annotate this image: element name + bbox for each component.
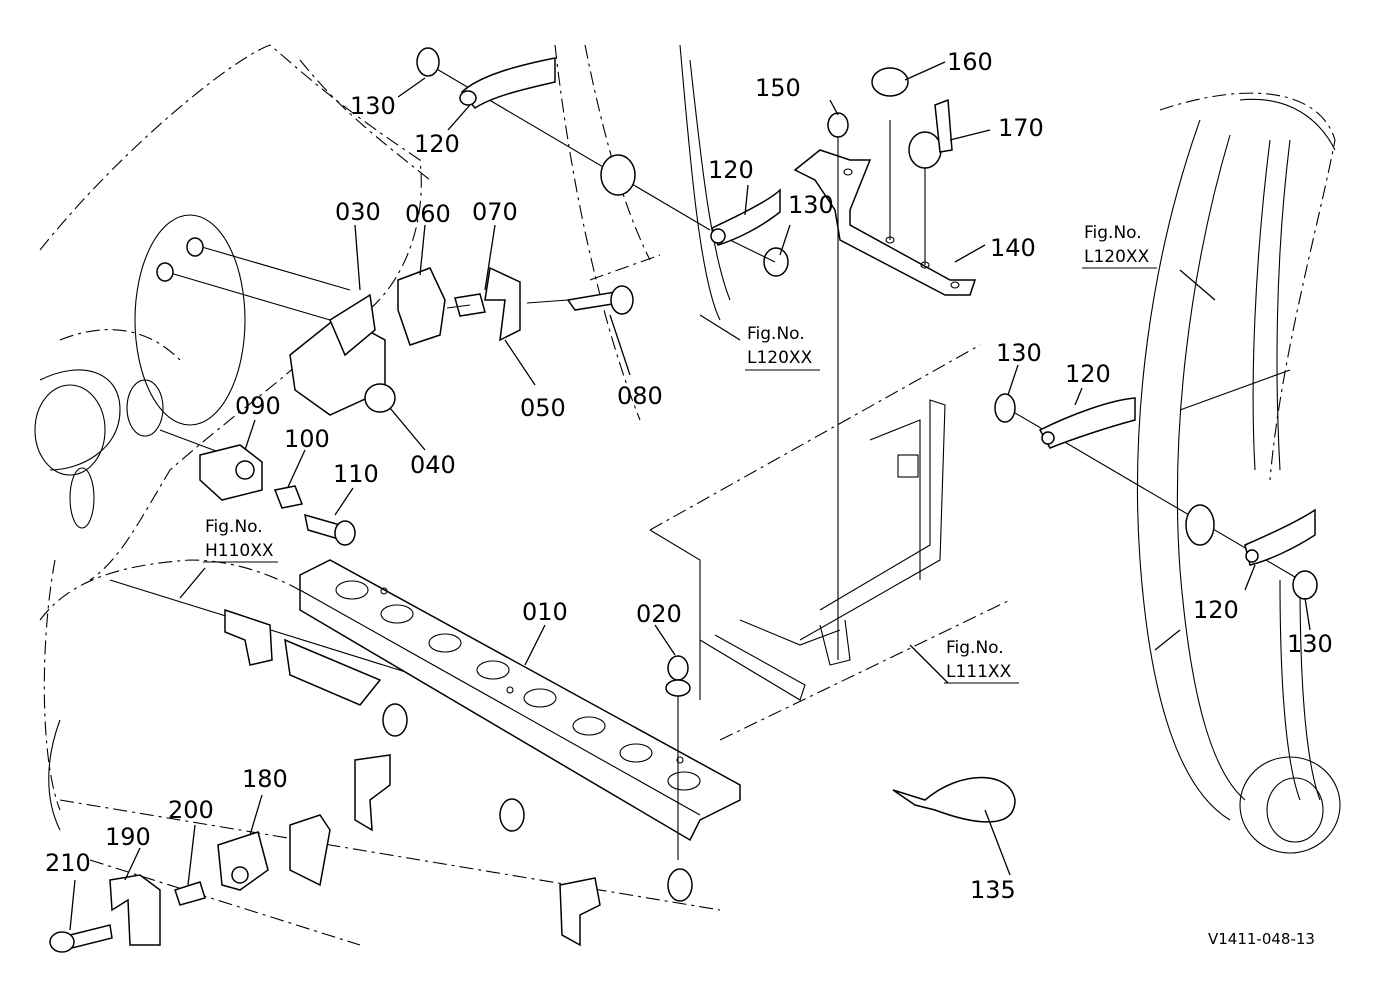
mounting-brackets-lower bbox=[224, 608, 693, 947]
part-label: 120 bbox=[1065, 360, 1111, 388]
part-label: 070 bbox=[472, 198, 518, 226]
part-label: 140 bbox=[990, 234, 1036, 262]
part-label: 130 bbox=[1287, 630, 1333, 658]
part-label: 130 bbox=[996, 339, 1042, 367]
figure-ref-prefix: Fig.No. bbox=[1084, 223, 1142, 243]
bolt-020 bbox=[665, 655, 691, 860]
figure-ref-prefix: Fig.No. bbox=[747, 324, 805, 344]
part-label: 130 bbox=[350, 92, 396, 120]
part-label: 170 bbox=[998, 114, 1044, 142]
band-clamp-top bbox=[416, 47, 789, 277]
band-clamp-right bbox=[994, 393, 1318, 600]
machine-frame-left bbox=[34, 44, 431, 811]
clamp-assembly-upper bbox=[156, 237, 634, 416]
machine-frame-right bbox=[1136, 92, 1341, 854]
part-label: 210 bbox=[45, 849, 91, 877]
battery-tray bbox=[649, 344, 1011, 741]
guide-holes bbox=[335, 580, 701, 791]
part-label: 090 bbox=[235, 392, 281, 420]
machine-frame-center bbox=[554, 44, 731, 421]
part-label: 200 bbox=[168, 796, 214, 824]
part-label: 150 bbox=[755, 74, 801, 102]
figure-ref-code: L111XX bbox=[946, 662, 1012, 682]
part-label: 130 bbox=[788, 191, 834, 219]
figure-ref-code: H110XX bbox=[205, 541, 274, 561]
figure-ref-prefix: Fig.No. bbox=[205, 517, 263, 537]
part-label: 060 bbox=[405, 200, 451, 228]
figure-ref-code: L120XX bbox=[747, 348, 813, 368]
part-label: 120 bbox=[708, 156, 754, 184]
part-labels: 130 120 120 130 150 160 170 140 030 060 … bbox=[45, 48, 1333, 904]
figure-ref-l111xx: Fig.No. L111XX bbox=[944, 638, 1019, 684]
clamp-assembly-lower bbox=[49, 831, 269, 953]
clamp-assembly-middle bbox=[159, 429, 356, 546]
figure-ref-l120xx-right: Fig.No. L120XX bbox=[1082, 223, 1157, 269]
part-label: 120 bbox=[414, 130, 460, 158]
part-label: 110 bbox=[333, 460, 379, 488]
part-label: 080 bbox=[617, 382, 663, 410]
part-label: 160 bbox=[947, 48, 993, 76]
part-label: 190 bbox=[105, 823, 151, 851]
part-label: 100 bbox=[284, 425, 330, 453]
leader-lines bbox=[69, 61, 1311, 931]
figure-ref-code: L120XX bbox=[1084, 247, 1150, 267]
part-label: 120 bbox=[1193, 596, 1239, 624]
part-label: 020 bbox=[636, 600, 682, 628]
part-label: 010 bbox=[522, 598, 568, 626]
figure-ref-l120xx-center: Fig.No. L120XX bbox=[745, 324, 820, 371]
part-label: 180 bbox=[242, 765, 288, 793]
part-label: 030 bbox=[335, 198, 381, 226]
part-label: 135 bbox=[970, 876, 1016, 904]
part-label: 040 bbox=[410, 451, 456, 479]
figure-ref-prefix: Fig.No. bbox=[946, 638, 1004, 658]
cable-tie-135 bbox=[892, 776, 1016, 823]
part-label: 050 bbox=[520, 394, 566, 422]
diagram-code: V1411-048-13 bbox=[1208, 930, 1315, 948]
bracket-140 bbox=[793, 67, 977, 660]
figure-ref-h110xx: Fig.No. H110XX bbox=[203, 517, 278, 563]
hose-guide-bar bbox=[299, 559, 741, 842]
